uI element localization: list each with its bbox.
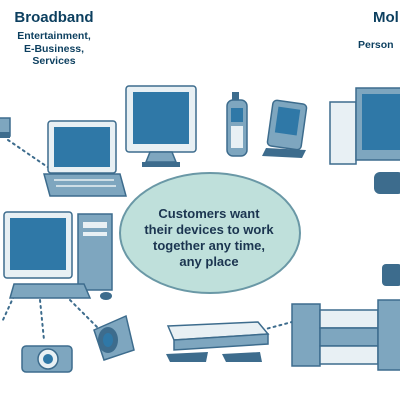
stereo-system-icon	[291, 264, 400, 371]
mobile-phone-icon	[226, 92, 248, 157]
laptop-icon	[43, 120, 127, 197]
digital-camera-icon	[21, 345, 73, 373]
set-top-box-icon	[166, 321, 270, 362]
mobile-subtitle-line: Person	[358, 39, 394, 51]
desktop-pc-icon	[3, 211, 113, 300]
mobile-subtitle: Person	[358, 39, 400, 52]
central-message-ellipse	[119, 172, 301, 294]
broadband-subtitle-line: Entertainment,	[17, 30, 91, 42]
router-icon	[0, 117, 11, 138]
central-message: Customers want their devices to work tog…	[133, 206, 285, 270]
central-message-line: Customers want	[158, 206, 260, 221]
central-message-line: their devices to work	[144, 222, 274, 237]
connector-lines	[1, 139, 293, 341]
central-message-line: any place	[179, 254, 239, 269]
mobile-heading: Mol Person	[358, 9, 400, 52]
connector-pc-camera	[39, 299, 45, 341]
desktop-tower-icon	[329, 87, 400, 194]
crt-monitor-icon	[125, 85, 197, 167]
video-camera-icon	[93, 314, 135, 361]
mobile-title: Mol	[373, 9, 399, 26]
broadband-subtitle-line: Services	[32, 55, 76, 67]
broadband-heading: Broadband Entertainment, E-Business, Ser…	[6, 9, 102, 68]
connector-settop-stereo	[261, 321, 293, 331]
broadband-subtitle-line: E-Business,	[23, 42, 85, 55]
broadband-subtitle: Entertainment, E-Business, Services	[6, 30, 102, 68]
broadband-title: Broadband	[14, 9, 94, 26]
connector-pc-video	[69, 299, 101, 331]
connector-router-laptop	[7, 139, 53, 171]
central-message-line: together any time,	[153, 238, 265, 253]
connector-pc-left	[1, 295, 15, 323]
pda-icon	[262, 99, 308, 158]
